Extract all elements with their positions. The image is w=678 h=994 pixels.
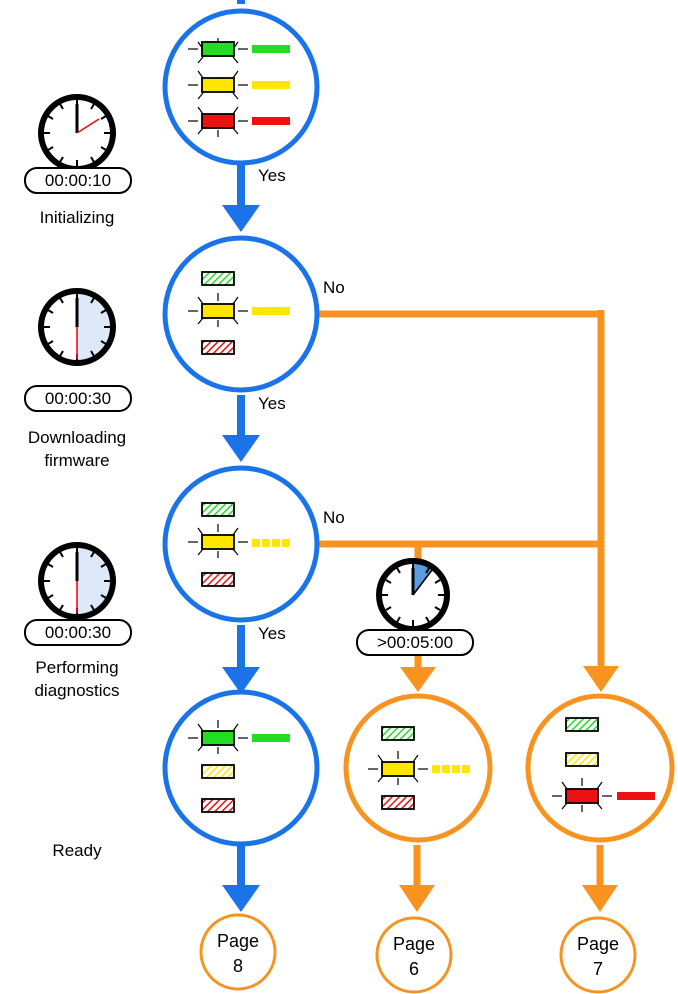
step-label: diagnostics	[34, 681, 119, 700]
timer-badge: 00:00:30	[24, 619, 132, 646]
red-led-off	[381, 795, 415, 810]
state-green-on	[162, 689, 320, 847]
yellow-led-off	[201, 764, 235, 779]
state-yellow-blink-timeout	[343, 693, 493, 843]
svg-text:8: 8	[233, 956, 243, 976]
green-led-off	[201, 271, 235, 286]
red-led-off	[201, 340, 235, 355]
yellow-led-blink	[368, 751, 428, 785]
timer-badge: 00:00:10	[24, 167, 132, 194]
yellow-led-blink	[188, 293, 248, 327]
state-yellow-blinking	[162, 465, 320, 623]
state-all-lights-on	[162, 8, 320, 166]
branch-label-yes: Yes	[258, 624, 286, 643]
branch-label-yes: Yes	[258, 166, 286, 185]
blue-flow-arrows	[222, 0, 260, 912]
step-label: firmware	[44, 451, 109, 470]
svg-text:>00:05:00: >00:05:00	[377, 633, 453, 652]
green-led-on	[188, 720, 248, 754]
page-reference[interactable]: Page 6	[375, 916, 453, 994]
red-led-on	[188, 106, 248, 137]
svg-text:00:00:30: 00:00:30	[45, 623, 111, 642]
svg-text:Page: Page	[577, 934, 619, 954]
timer-badge: 00:00:30	[24, 385, 132, 412]
timeout-clock-icon	[376, 558, 450, 632]
yellow-led-off	[565, 752, 599, 767]
green-led-off	[381, 726, 415, 741]
page-reference[interactable]: Page 7	[559, 916, 637, 994]
clock-icon	[38, 542, 116, 620]
branch-label-yes: Yes	[258, 394, 286, 413]
yellow-led-on	[188, 70, 248, 100]
svg-text:7: 7	[593, 959, 603, 979]
step-label: Performing	[35, 658, 118, 677]
svg-text:6: 6	[409, 959, 419, 979]
svg-text:Page: Page	[393, 934, 435, 954]
yellow-led-blink	[188, 524, 248, 558]
branch-label-no: No	[323, 508, 345, 527]
green-led-off	[565, 717, 599, 732]
state-yellow-solid	[162, 235, 320, 393]
step-label: Initializing	[40, 208, 115, 227]
step-label: Downloading	[28, 428, 126, 447]
page-reference[interactable]: Page 8	[199, 913, 277, 991]
clock-icon	[38, 288, 116, 366]
timeout-timer-badge: >00:05:00	[356, 629, 474, 656]
clock-icon	[38, 94, 116, 172]
red-led-off	[201, 798, 235, 813]
branch-label-no: No	[323, 278, 345, 297]
green-led-off	[201, 502, 235, 517]
step-label: Ready	[52, 841, 102, 860]
svg-text:00:00:30: 00:00:30	[45, 389, 111, 408]
svg-text:Page: Page	[217, 931, 259, 951]
orange-flow-arrows	[314, 310, 619, 912]
state-red-on	[525, 693, 675, 843]
svg-text:00:00:10: 00:00:10	[45, 171, 111, 190]
red-led-off	[201, 572, 235, 587]
red-led-on	[552, 778, 612, 812]
